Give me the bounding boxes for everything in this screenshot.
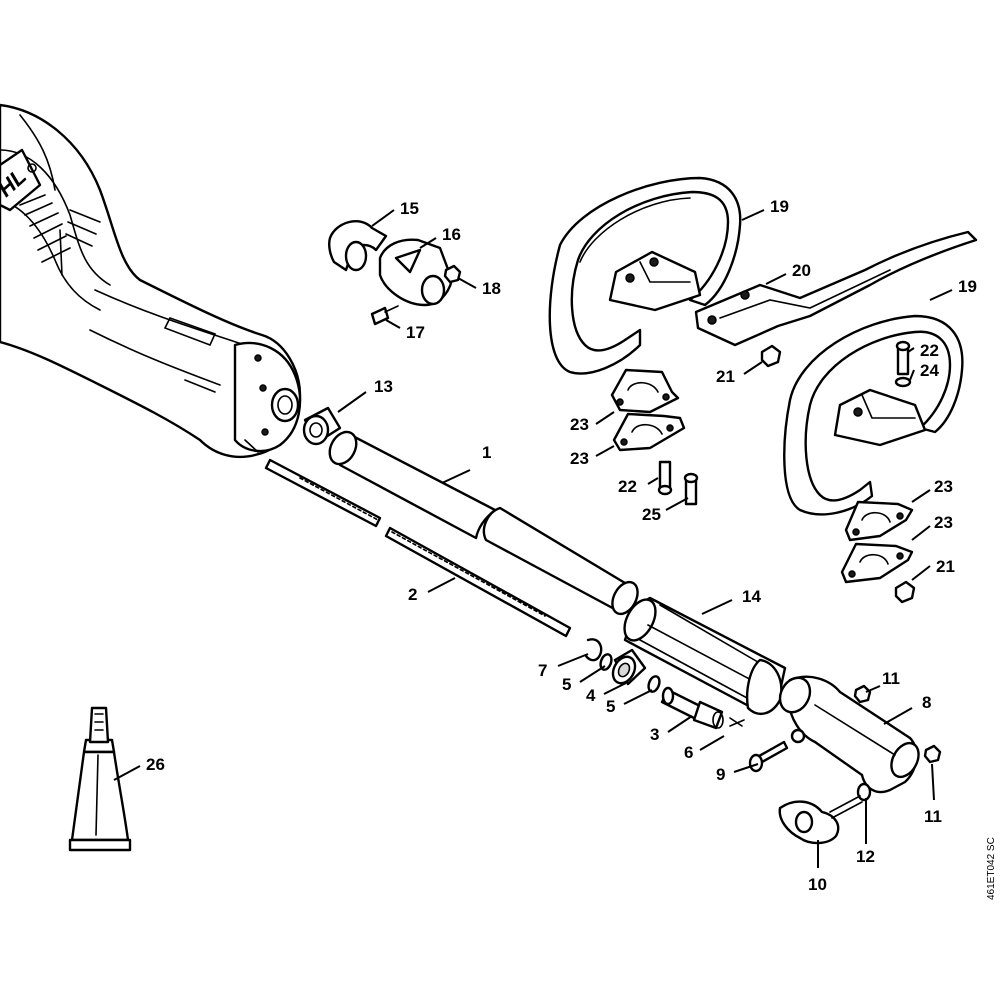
- callout-22a: 22: [920, 341, 939, 360]
- part-22-screw-bottom: [657, 460, 673, 496]
- callout-18: 18: [482, 279, 501, 298]
- part-22-screw-top: [895, 340, 911, 376]
- part-18-nut: [443, 264, 462, 284]
- callout-19a: 19: [770, 197, 789, 216]
- callout-23c: 23: [934, 477, 953, 496]
- callout-1: 1: [482, 443, 491, 462]
- part-4-bearing: [611, 648, 647, 686]
- part-11-nut-b: [923, 744, 942, 764]
- callout-2: 2: [408, 585, 417, 604]
- callout-4: 4: [586, 686, 596, 705]
- part-19-handle-loop-a: [548, 176, 742, 375]
- callout-5a: 5: [562, 675, 571, 694]
- callout-23b: 23: [570, 449, 589, 468]
- callout-17: 17: [406, 323, 425, 342]
- part-21-nut-bottom: [894, 580, 916, 604]
- callout-20: 20: [792, 261, 811, 280]
- drawing-code: 461ET042 SC: [986, 837, 997, 900]
- callout-9: 9: [716, 765, 725, 784]
- callout-11a: 11: [882, 669, 900, 688]
- callout-6: 6: [684, 743, 693, 762]
- part-7-circlip: [584, 638, 603, 662]
- part-3-drive-shaft-end: [660, 686, 724, 730]
- part-13-bushing: [302, 406, 342, 446]
- callout-5b: 5: [606, 697, 615, 716]
- part-5-washer-a: [599, 653, 613, 671]
- part-1-drive-tube: [328, 430, 639, 616]
- callout-23a: 23: [570, 415, 589, 434]
- part-2-drive-shaft: [264, 458, 572, 638]
- callout-15: 15: [400, 199, 419, 218]
- part-8-handle-support: [778, 675, 920, 794]
- part-23-clamp-c: [844, 500, 914, 542]
- callout-10: 10: [808, 875, 827, 894]
- callout-22b: 22: [618, 477, 637, 496]
- part-5-washer-b: [647, 675, 661, 693]
- callout-26: 26: [146, 755, 165, 774]
- callout-16: 16: [442, 225, 461, 244]
- part-23-clamp-b: [612, 412, 686, 452]
- part-15-clip: [328, 220, 388, 272]
- callout-13: 13: [374, 377, 393, 396]
- part-24-washer: [894, 376, 912, 388]
- callout-25: 25: [642, 505, 661, 524]
- part-6-pin: [729, 717, 745, 727]
- leader-lines: [113, 209, 953, 868]
- engine-housing: HL: [0, 103, 302, 459]
- callout-8: 8: [922, 693, 931, 712]
- part-12-washer: [856, 782, 872, 802]
- part-16-switch-housing: [378, 238, 454, 307]
- part-21-nut-top: [760, 344, 782, 368]
- part-25-screw: [683, 472, 699, 506]
- callout-11b: 11: [924, 807, 942, 826]
- callout-14: 14: [742, 587, 761, 606]
- part-26-grease-tube: [68, 706, 132, 852]
- part-9-screw: [748, 740, 789, 773]
- callout-19b: 19: [958, 277, 977, 296]
- part-14-guide-tube: [623, 596, 787, 716]
- part-11-nut-a: [853, 684, 872, 704]
- callout-21a: 21: [716, 367, 735, 386]
- callout-labels: 1 2 3 4 5 5 6 7 8 9 10 11 11 12 13 14 15…: [146, 197, 977, 894]
- callout-3: 3: [650, 725, 659, 744]
- callout-23d: 23: [934, 513, 953, 532]
- callout-24: 24: [920, 361, 939, 380]
- part-20-handle-bar: [694, 230, 978, 347]
- part-17-screw: [370, 305, 399, 326]
- callout-21b: 21: [936, 557, 955, 576]
- part-10-wing-knob: [778, 795, 863, 845]
- callout-7: 7: [538, 661, 547, 680]
- part-23-clamp-a: [610, 368, 680, 414]
- callout-12: 12: [856, 847, 875, 866]
- part-19-handle-loop-b: [783, 314, 964, 516]
- part-23-clamp-d: [840, 542, 914, 584]
